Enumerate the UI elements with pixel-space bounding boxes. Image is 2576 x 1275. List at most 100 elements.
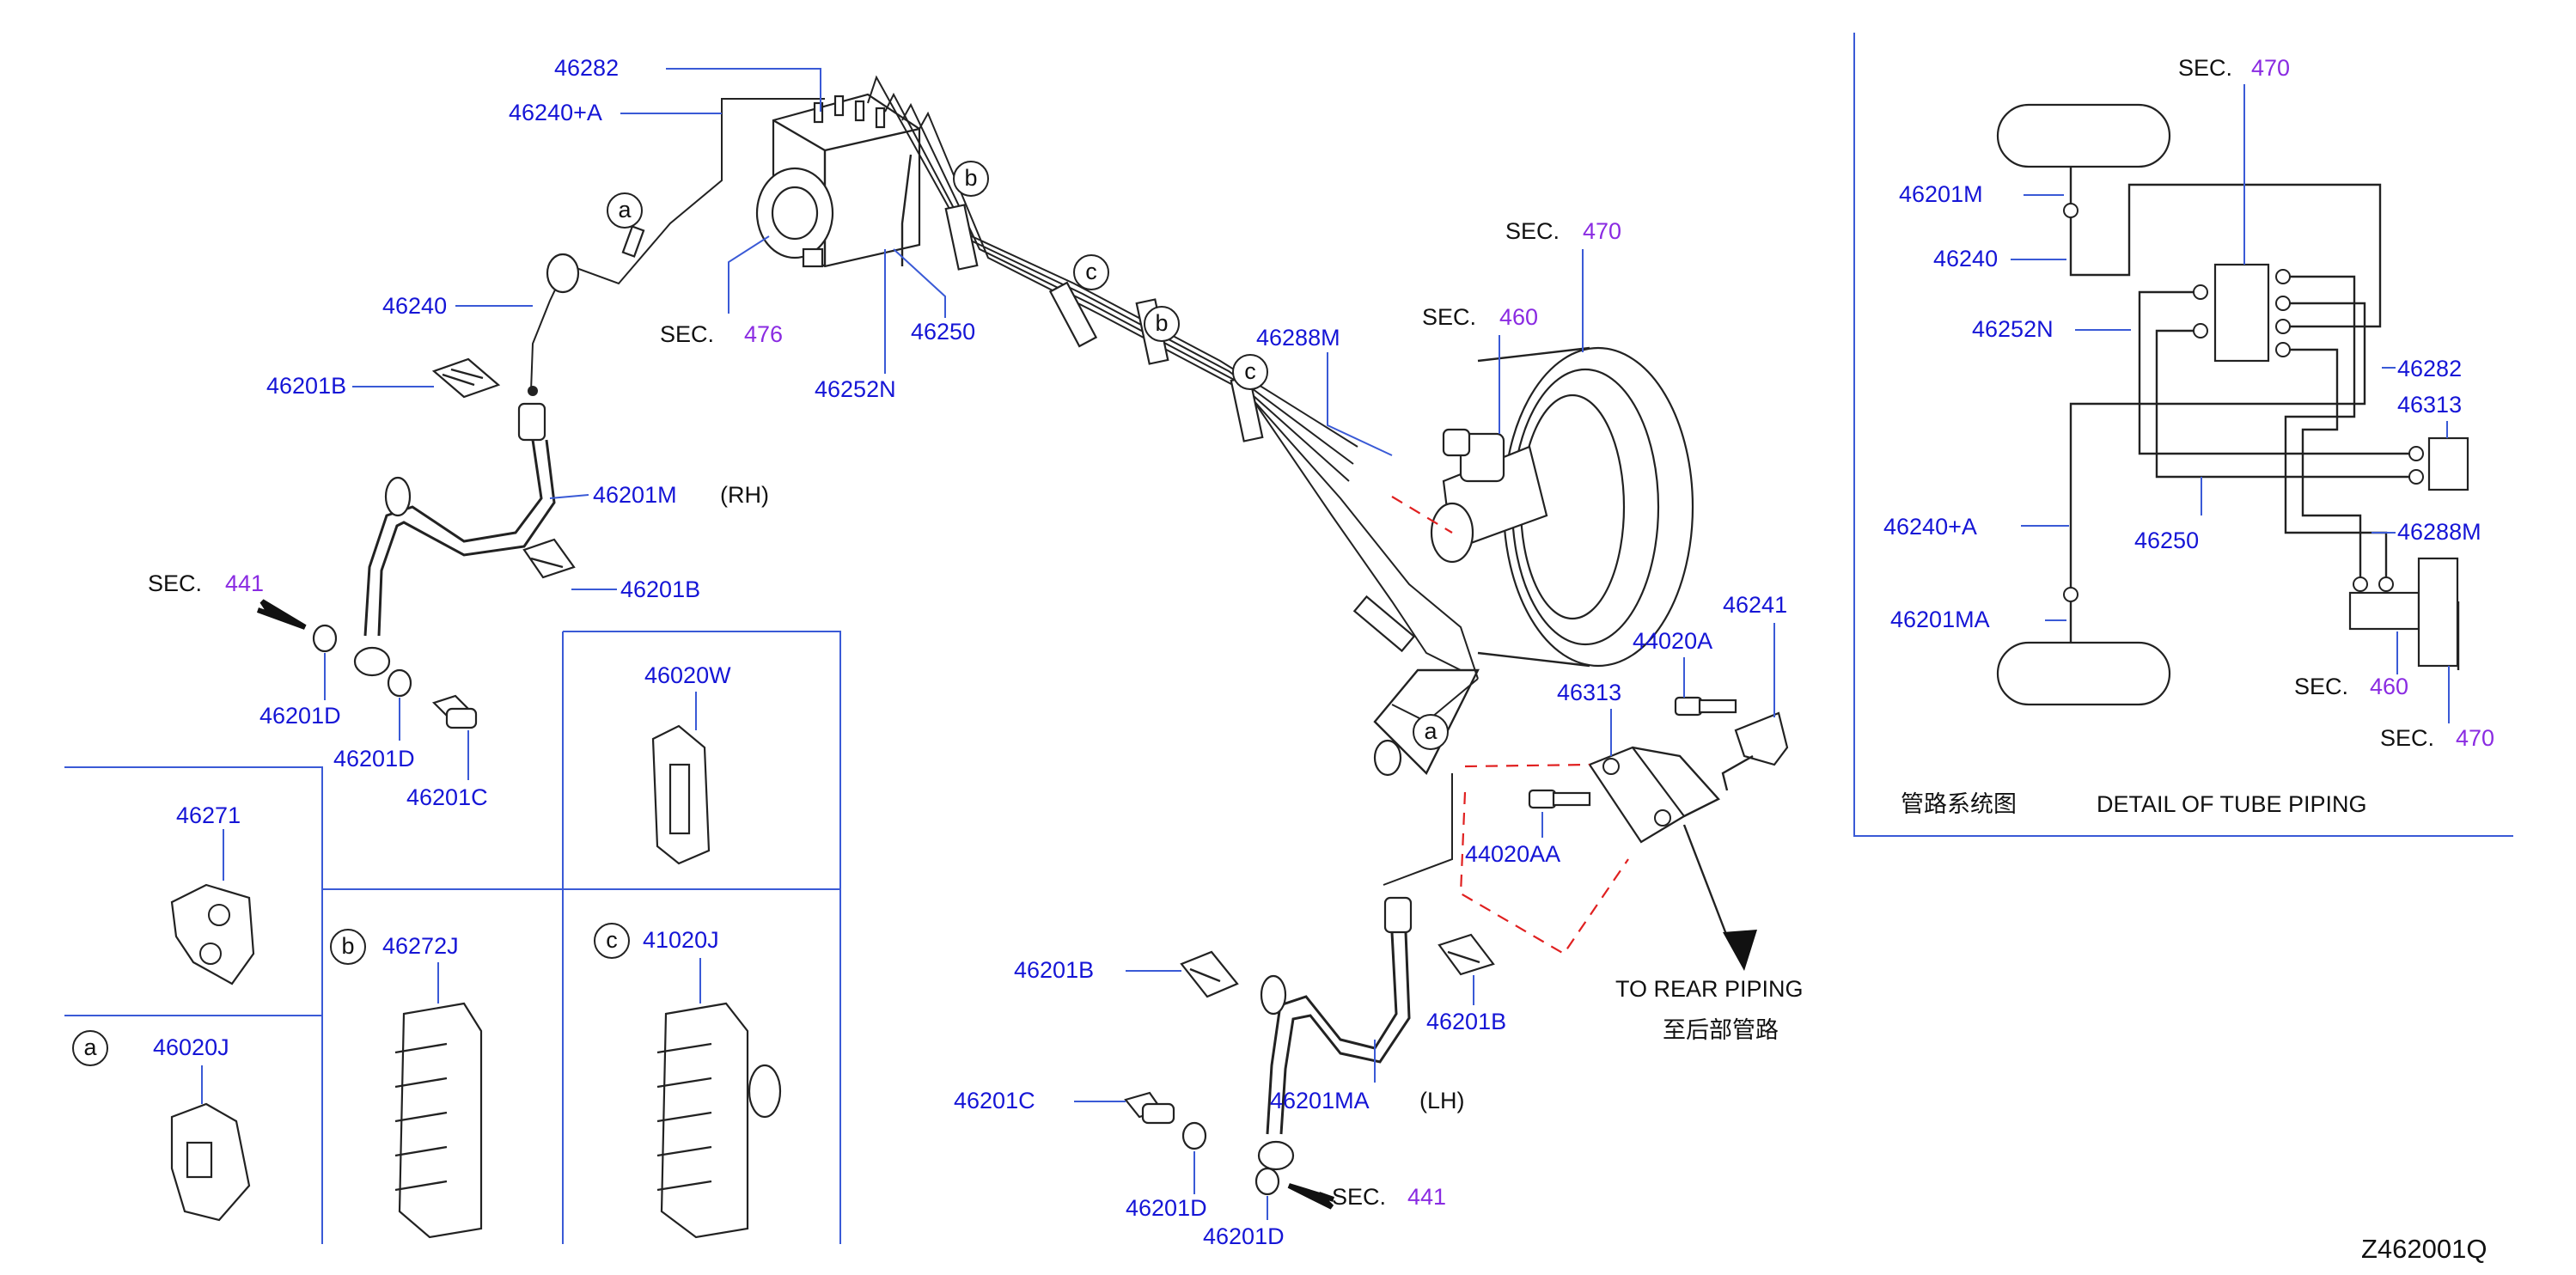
svg-text:46020W: 46020W <box>644 662 731 688</box>
banjo-bolt-rh <box>431 694 478 729</box>
washer-icon <box>387 668 412 698</box>
callout-a-upper: a <box>607 192 643 229</box>
dashed-leader-connector <box>1459 763 1629 955</box>
dashed-leader-master-cylinder <box>1391 496 1453 534</box>
svg-text:46282: 46282 <box>2397 356 2462 381</box>
brake-booster <box>1477 346 1694 668</box>
bolt-44020aa <box>1528 789 1591 809</box>
svg-text:46250: 46250 <box>2134 528 2199 553</box>
svg-text:SEC.: SEC. <box>148 570 202 596</box>
detail-panel <box>1853 33 2513 837</box>
clip-46020w: 46020W <box>644 662 731 865</box>
diagram-code: Z462001Q <box>2361 1234 2487 1264</box>
svg-text:a: a <box>1424 718 1438 744</box>
svg-text:SEC.: SEC. <box>1422 304 1476 330</box>
svg-text:41020J: 41020J <box>643 927 719 953</box>
clip-46201b-upper-left <box>431 357 501 399</box>
sec-476: 476 <box>744 321 783 347</box>
to-rear-piping-label: TO REAR PIPING <box>1615 976 1804 1002</box>
washer-icon <box>312 624 338 653</box>
callout-b-mid: b <box>1144 306 1180 342</box>
clip-inset-grid <box>64 631 841 1244</box>
three-way-connector-46313 <box>1588 746 1720 844</box>
label-46313: 46313 <box>1557 680 1621 705</box>
svg-text:SEC.: SEC. <box>660 321 714 347</box>
bolt-44020a <box>1674 696 1737 717</box>
label-46201d-3: 46201D <box>1126 1195 1207 1221</box>
svg-text:a: a <box>83 1034 97 1060</box>
detail-sec-470-top: 470 <box>2251 55 2290 81</box>
svg-text:46240+A: 46240+A <box>1883 514 1977 540</box>
svg-text:46240: 46240 <box>1933 246 1998 271</box>
clip-46201b-lower-right <box>1438 933 1495 976</box>
label-46201c-1: 46201C <box>406 784 488 810</box>
svg-text:46201M: 46201M <box>1899 181 1983 207</box>
label-44020a: 44020A <box>1633 628 1712 654</box>
label-46201b-1: 46201B <box>266 373 346 399</box>
detail-sec-470-bottom: 470 <box>2456 725 2494 751</box>
arrow-to-sec441-right-icon <box>1287 1183 1334 1210</box>
svg-text:b: b <box>341 933 354 959</box>
label-46201m: 46201M <box>593 482 677 508</box>
callout-c-upper: c <box>1073 254 1109 290</box>
svg-text:46201MA: 46201MA <box>1890 607 1990 632</box>
label-46201d-2: 46201D <box>333 746 415 772</box>
rear-piping-line <box>1682 824 1729 937</box>
svg-text:a: a <box>618 197 632 223</box>
label-rh: (RH) <box>720 482 769 508</box>
label-lh: (LH) <box>1419 1088 1465 1113</box>
svg-text:b: b <box>964 165 977 191</box>
svg-text:46271: 46271 <box>176 802 241 828</box>
svg-text:46252N: 46252N <box>1972 316 2054 342</box>
part-labels: 46282 46240+A 46240 46201B 46201M (RH) 4… <box>259 55 1787 1249</box>
sec-470: 470 <box>1583 218 1621 244</box>
svg-text:c: c <box>1085 259 1097 284</box>
abs-actuator <box>755 93 921 268</box>
label-46288m: 46288M <box>1256 325 1340 351</box>
detail-title-zh: 管路系统图 <box>1901 791 2017 817</box>
svg-text:46020J: 46020J <box>153 1034 229 1060</box>
clip-46201b-mid-left <box>522 538 576 579</box>
label-46252n: 46252N <box>815 376 896 402</box>
banjo-bolt-lh <box>1124 1091 1175 1125</box>
svg-text:c: c <box>606 927 618 953</box>
detail-sec-460: 460 <box>2370 674 2408 699</box>
svg-text:SEC.: SEC. <box>2294 674 2348 699</box>
clip-46020j: a 46020J <box>72 1030 251 1222</box>
bracket-46241 <box>1721 711 1789 791</box>
callout-c-mid: c <box>1232 354 1268 390</box>
callout-b-upper: b <box>953 161 989 197</box>
callout-a-lower: a <box>1413 714 1449 750</box>
to-rear-piping-label-zh: 至后部管路 <box>1663 1017 1779 1043</box>
sec-441-right: 441 <box>1407 1184 1446 1210</box>
sec-460: 460 <box>1499 304 1538 330</box>
label-46282: 46282 <box>554 55 619 81</box>
svg-text:c: c <box>1244 358 1256 384</box>
svg-text:SEC.: SEC. <box>1505 218 1560 244</box>
label-46201d-4: 46201D <box>1203 1223 1285 1249</box>
brake-hose-rh <box>353 402 556 677</box>
front-left-tube <box>528 98 825 396</box>
detail-title-en: DETAIL OF TUBE PIPING <box>2097 791 2367 817</box>
label-46240: 46240 <box>382 293 447 319</box>
sec-441-left: 441 <box>225 570 264 596</box>
svg-text:46313: 46313 <box>2397 392 2462 418</box>
label-46201d-1: 46201D <box>259 703 341 729</box>
svg-text:SEC.: SEC. <box>2380 725 2434 751</box>
svg-text:46288M: 46288M <box>2397 519 2481 545</box>
label-46250: 46250 <box>911 319 975 345</box>
label-46201b-3: 46201B <box>1014 957 1094 983</box>
svg-text:SEC.: SEC. <box>1332 1184 1386 1210</box>
arrow-to-rear-icon <box>1723 930 1757 971</box>
label-46201c-2: 46201C <box>954 1088 1035 1113</box>
svg-text:46272J: 46272J <box>382 933 459 959</box>
label-46201ma: 46201MA <box>1270 1088 1370 1113</box>
svg-text:b: b <box>1155 310 1168 336</box>
clip-41020j: c 41020J <box>594 923 782 1239</box>
label-46240a: 46240+A <box>509 100 602 125</box>
svg-text:SEC.: SEC. <box>2178 55 2232 81</box>
clip-46272j: b 46272J <box>330 929 483 1239</box>
section-labels: SEC. 476 SEC. 441 SEC. 441 SEC. 460 SEC.… <box>148 218 1621 1210</box>
clip-46271: 46271 <box>170 802 255 985</box>
